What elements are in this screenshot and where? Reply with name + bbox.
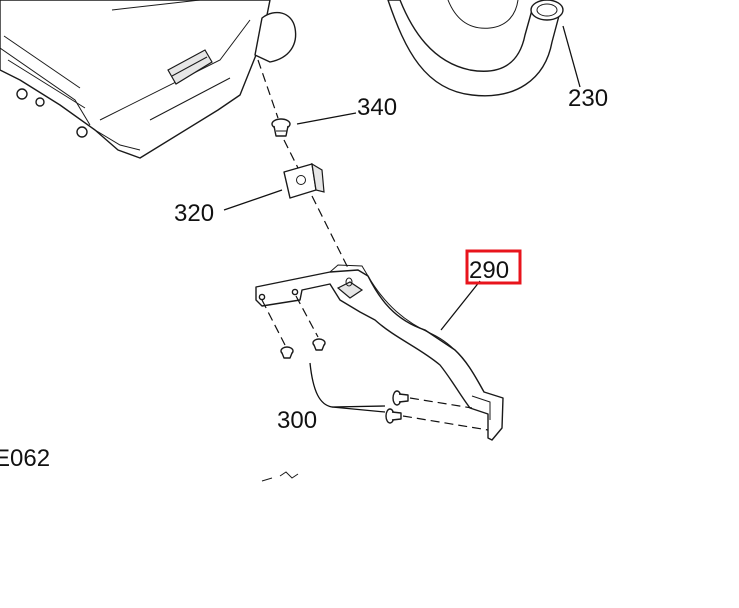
assembly-lines: [257, 59, 489, 431]
callout-230: 230: [568, 85, 608, 112]
smudge-mark: [261, 471, 299, 482]
screw-300-right-b: [385, 408, 402, 424]
intercooler-assembly: [0, 0, 297, 159]
callout-340: 340: [357, 94, 397, 121]
hose-230: [387, 0, 564, 97]
highlight-box-290: [465, 249, 522, 285]
leader-lines: [223, 25, 581, 413]
callout-300: 300: [277, 407, 317, 434]
screw-300-left-a: [280, 346, 294, 359]
callout-320: 320: [174, 200, 214, 227]
clip-nut-320: [283, 162, 325, 199]
fastener-340: [271, 118, 291, 137]
screw-300-right-a: [392, 390, 409, 406]
screw-300-left-b: [312, 338, 326, 351]
callout-290: 290: [469, 257, 509, 284]
bracket-290: [255, 264, 504, 441]
callout-partial-ref: E062: [0, 445, 50, 472]
